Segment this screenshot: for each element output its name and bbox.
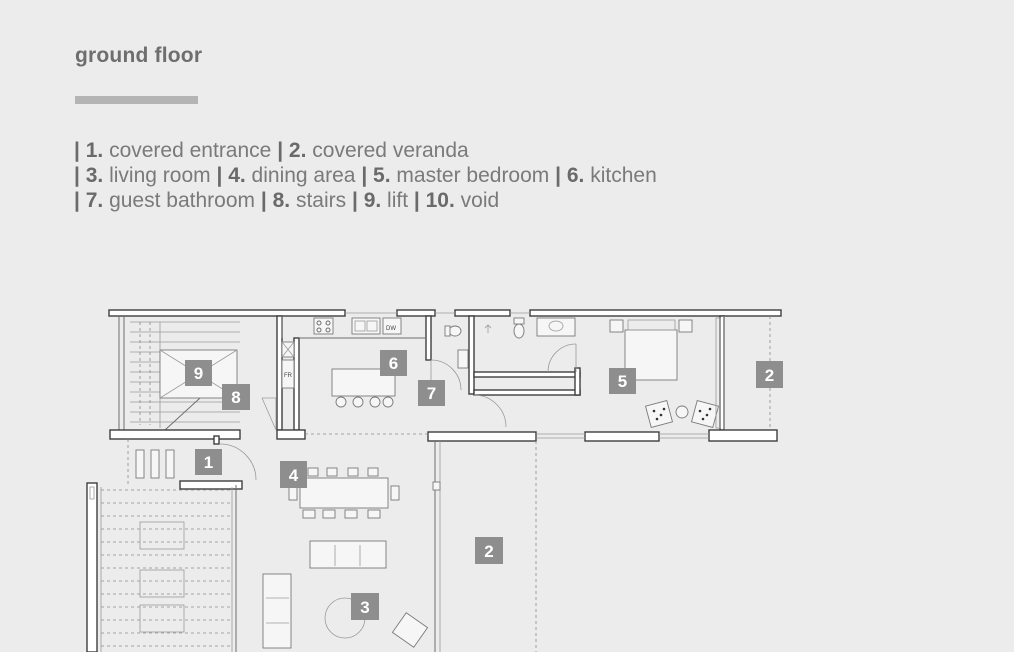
bathroom-walls: [425, 315, 581, 428]
room-label-text: 7: [427, 384, 436, 403]
fridge: [281, 359, 295, 389]
room-label-8: 8: [222, 384, 250, 410]
room-legend: | 1. covered entrance | 2. covered veran…: [74, 138, 657, 213]
room-label-7: 7: [418, 380, 445, 406]
legend-room-name: void: [460, 189, 500, 212]
sofa: [309, 540, 387, 569]
room-label-4: 4: [280, 461, 307, 488]
basin: [457, 349, 469, 369]
legend-number: 1.: [85, 139, 104, 162]
armchair: [391, 612, 429, 648]
legend-number: 3.: [85, 164, 104, 187]
north-wall: [108, 309, 782, 317]
side-table: [675, 405, 689, 419]
legend-number: 10.: [425, 189, 455, 212]
room-label-text: 2: [765, 366, 774, 385]
legend-room-name: living room: [109, 164, 211, 187]
room-label-text: 1: [204, 453, 213, 472]
room-label-text: 2: [484, 542, 493, 561]
legend-room-name: kitchen: [590, 164, 657, 187]
legend-separator: |: [74, 164, 86, 187]
legend-number: 4.: [228, 164, 246, 187]
legend-room-name: lift: [387, 189, 409, 212]
legend-line-3: | 7. guest bathroom | 8. stairs | 9. lif…: [74, 188, 657, 213]
legend-line-2: | 3. living room | 4. dining area | 5. m…: [74, 163, 657, 188]
sofa: [262, 573, 292, 649]
legend-separator: |: [216, 164, 229, 187]
vanity: [536, 317, 576, 337]
legend-separator: |: [277, 139, 289, 162]
title-underline: [75, 96, 198, 104]
legend-number: 6.: [566, 164, 585, 187]
dining-living: [262, 467, 429, 649]
room-label-text: 4: [289, 466, 299, 485]
room-label-text: 9: [194, 364, 203, 383]
fridge-label: FR: [284, 373, 293, 379]
armchair: [644, 399, 674, 429]
column: [432, 481, 441, 491]
room-label-9: 9: [185, 360, 212, 386]
room-label-5: 5: [609, 368, 636, 394]
cooktop: [313, 317, 334, 335]
page-title: ground floor: [75, 44, 203, 67]
dishwasher: [382, 317, 402, 335]
legend-number: 5.: [373, 164, 391, 187]
room-label-3: 3: [351, 593, 379, 620]
south-facade: [305, 429, 778, 442]
legend-separator: |: [260, 189, 273, 212]
south-veranda: [432, 441, 537, 652]
dining-table: [299, 477, 389, 509]
legend-room-name: guest bathroom: [109, 189, 256, 212]
room-label-text: 8: [231, 388, 240, 407]
room-label-1: 1: [195, 449, 222, 475]
legend-separator: |: [361, 164, 374, 187]
legend-separator: |: [413, 189, 426, 212]
room-label-text: 5: [618, 372, 627, 391]
legend-separator: |: [555, 164, 567, 187]
room-label-2-east: 2: [756, 361, 783, 388]
room-label-2-south: 2: [475, 537, 503, 564]
entrance: [127, 439, 257, 490]
west-deck: [86, 482, 237, 652]
kitchen-walls: FR DW: [261, 315, 425, 440]
room-label-text: 6: [389, 354, 398, 373]
legend-number: 2.: [288, 139, 307, 162]
legend-separator: |: [74, 189, 86, 212]
legend-separator: |: [74, 139, 86, 162]
room-label-text: 3: [360, 598, 369, 617]
dishwasher-label: DW: [386, 326, 396, 332]
toilet: [448, 325, 462, 337]
legend-separator: |: [351, 189, 364, 212]
legend-number: 9.: [363, 189, 382, 212]
legend-room-name: dining area: [251, 164, 356, 187]
armchair: [690, 399, 720, 429]
room-label-6: 6: [380, 350, 407, 376]
legend-room-name: stairs: [295, 189, 347, 212]
toilet: [513, 323, 525, 339]
legend-room-name: covered veranda: [312, 139, 469, 162]
stairs-lift-block: [109, 316, 241, 445]
sink: [351, 317, 381, 335]
legend-line-1: | 1. covered entrance | 2. covered veran…: [74, 138, 657, 163]
legend-room-name: master bedroom: [396, 164, 550, 187]
legend-number: 7.: [85, 189, 104, 212]
legend-room-name: covered entrance: [109, 139, 272, 162]
legend-number: 8.: [272, 189, 291, 212]
